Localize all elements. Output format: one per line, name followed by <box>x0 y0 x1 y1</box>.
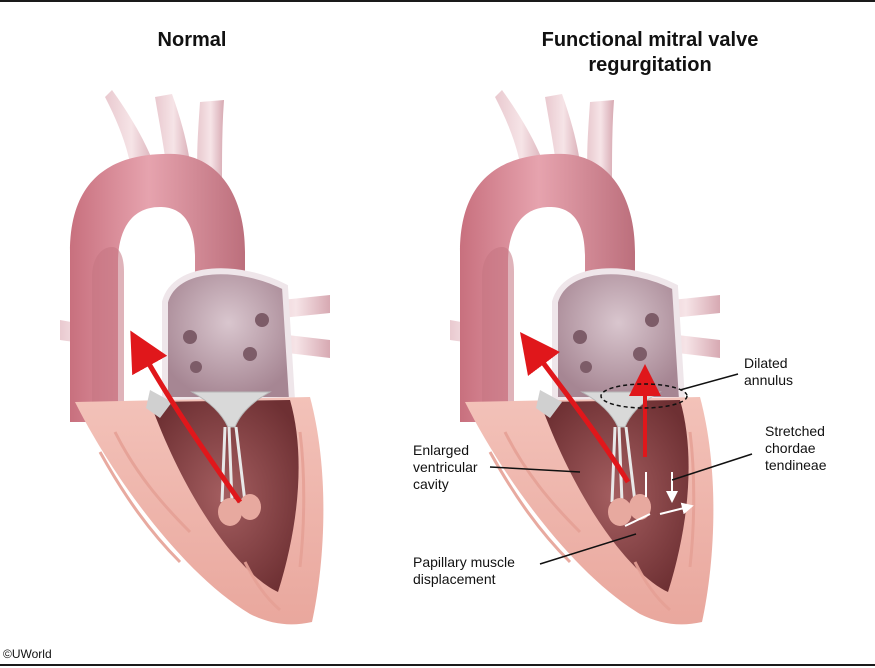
stretched-chordae-label: Stretched chordae tendineae <box>765 423 827 474</box>
normal-heart <box>60 90 330 624</box>
fmr-heart <box>450 90 752 624</box>
dilated-annulus-label: Dilated annulus <box>744 355 793 389</box>
dilated-annulus-leader <box>680 374 738 390</box>
copyright-notice: ©UWorld <box>3 647 52 661</box>
papillary-displacement-label: Papillary muscle displacement <box>413 554 515 588</box>
enlarged-cavity-label: Enlarged ventricular cavity <box>413 442 478 493</box>
